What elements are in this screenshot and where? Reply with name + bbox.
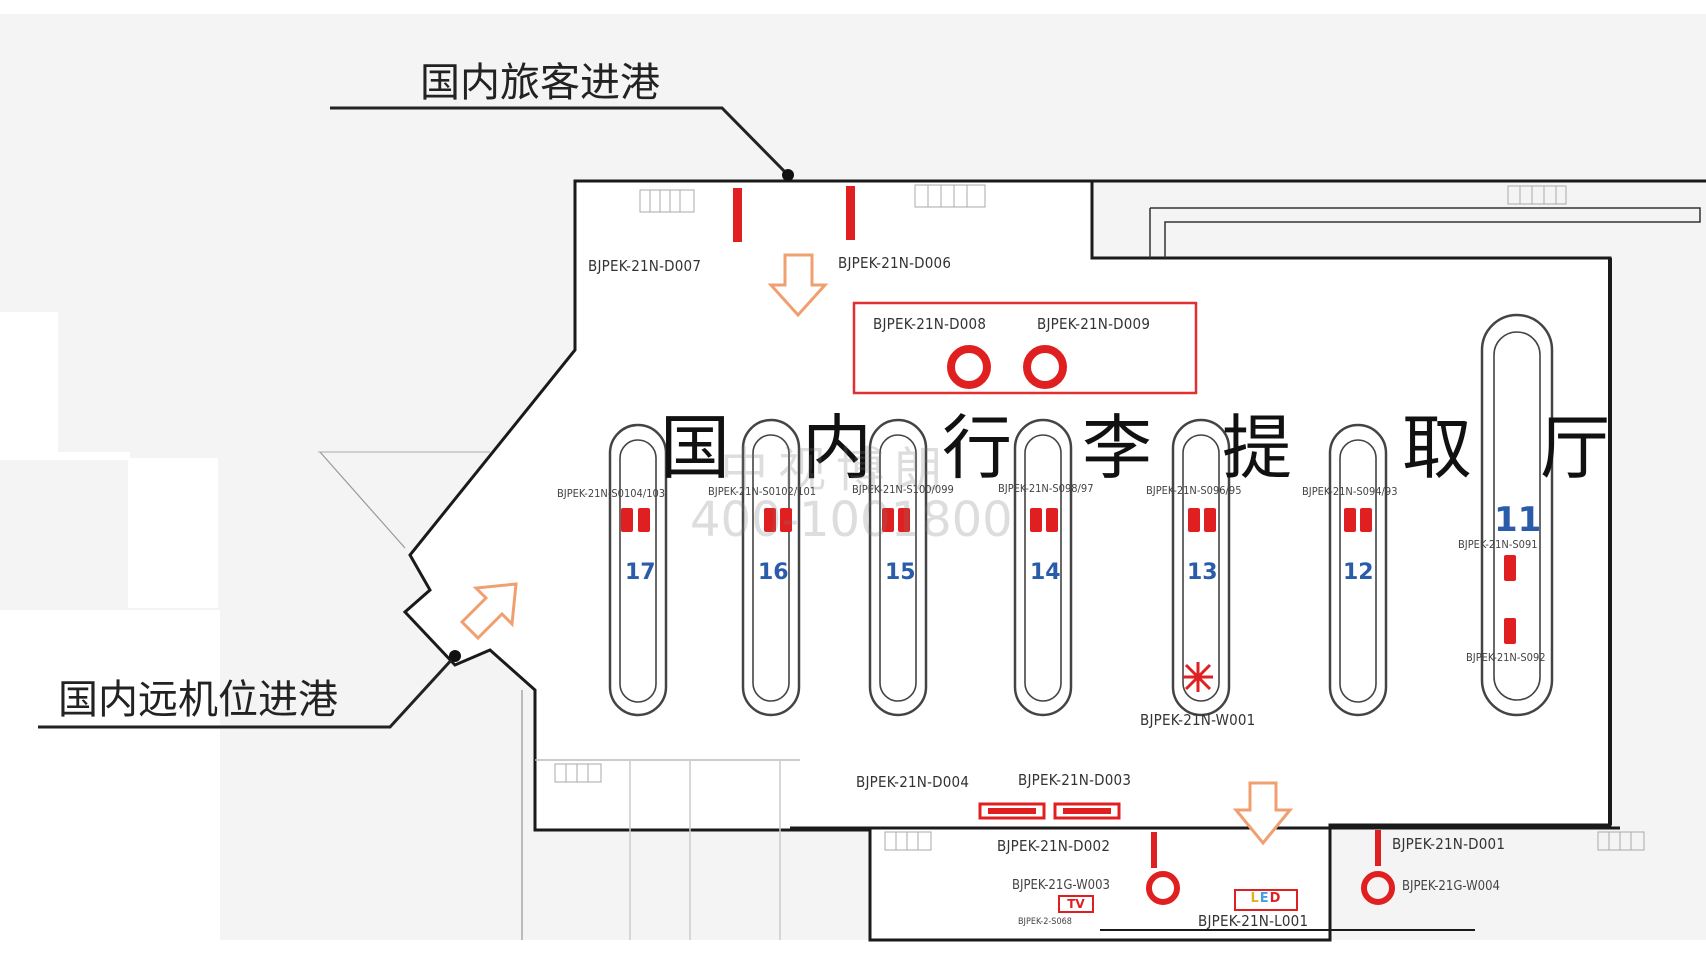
code-s092: BJPEK-21N-S092 (1466, 651, 1546, 664)
code-d007: BJPEK-21N-D007 (588, 257, 702, 275)
code-d002: BJPEK-21N-D002 (997, 837, 1111, 855)
belt-number: 17 (625, 560, 656, 585)
hall-title-char: 厅 (1540, 407, 1610, 489)
code-d006: BJPEK-21N-D006 (838, 254, 952, 272)
code-s096: BJPEK-21N-S096/95 (1146, 484, 1242, 497)
hall-title-char: 李 (1082, 407, 1152, 489)
belt-ads (621, 508, 1516, 644)
belt-number: 11 (1494, 500, 1542, 540)
led-badge-text: LED (1250, 891, 1282, 906)
code-d003: BJPEK-21N-D003 (1018, 771, 1132, 789)
hall-title-char: 行 (942, 407, 1012, 489)
star-ad (1183, 662, 1213, 692)
watermark-company: 中视博朗 (720, 442, 953, 498)
led-badge: LED (1234, 889, 1298, 911)
leader-line-arrivals (330, 106, 790, 177)
code-s104: BJPEK-21N-S0104/103 (557, 487, 666, 500)
stair-hatch (554, 184, 1645, 851)
arrow-down-bottom (1232, 781, 1294, 846)
hall-title-char: 提 (1222, 407, 1292, 489)
code-s094: BJPEK-21N-S094/93 (1302, 485, 1398, 498)
code-s100: BJPEK-21N-S100/099 (852, 483, 954, 496)
label-domestic-arrivals: 国内旅客进港 (420, 60, 660, 106)
round-ads (947, 345, 1395, 905)
code-s098: BJPEK-21N-S098/97 (998, 482, 1094, 495)
code-l001: BJPEK-21N-L001 (1198, 912, 1309, 930)
code-s068: BJPEK-2-S068 (1018, 917, 1072, 927)
label-remote-stand-arrivals: 国内远机位进港 (58, 677, 338, 723)
tv-badge: TV (1058, 895, 1094, 913)
ad-bars (733, 186, 1381, 868)
arrow-diag (459, 582, 518, 641)
code-d001: BJPEK-21N-D001 (1392, 835, 1506, 853)
belt-number: 14 (1030, 560, 1061, 585)
belt-number: 15 (885, 560, 916, 585)
highlight-box (852, 301, 1198, 395)
leader-line-remote (38, 654, 457, 729)
arrow-down-top (767, 253, 829, 318)
baggage-belts (608, 313, 1554, 717)
belt-number: 13 (1187, 560, 1218, 585)
hall-title-char: 取 (1402, 407, 1472, 489)
belt-number: 16 (758, 560, 789, 585)
hall-title-char: 内 (802, 407, 872, 489)
code-d008: BJPEK-21N-D008 (873, 315, 987, 333)
code-d004: BJPEK-21N-D004 (856, 773, 970, 791)
code-s091: BJPEK-21N-S091 (1458, 538, 1538, 551)
code-w001: BJPEK-21N-W001 (1140, 711, 1256, 729)
code-w004: BJPEK-21G-W004 (1402, 879, 1500, 894)
hall-title-char: 国 (660, 407, 730, 489)
hall-floor (402, 179, 1612, 942)
code-d009: BJPEK-21N-D009 (1037, 315, 1151, 333)
watermark-phone: 400-1001800 (690, 492, 1013, 548)
code-w003: BJPEK-21G-W003 (1012, 878, 1110, 893)
belt-number: 12 (1343, 560, 1374, 585)
code-s102: BJPEK-21N-S0102/101 (708, 485, 817, 498)
